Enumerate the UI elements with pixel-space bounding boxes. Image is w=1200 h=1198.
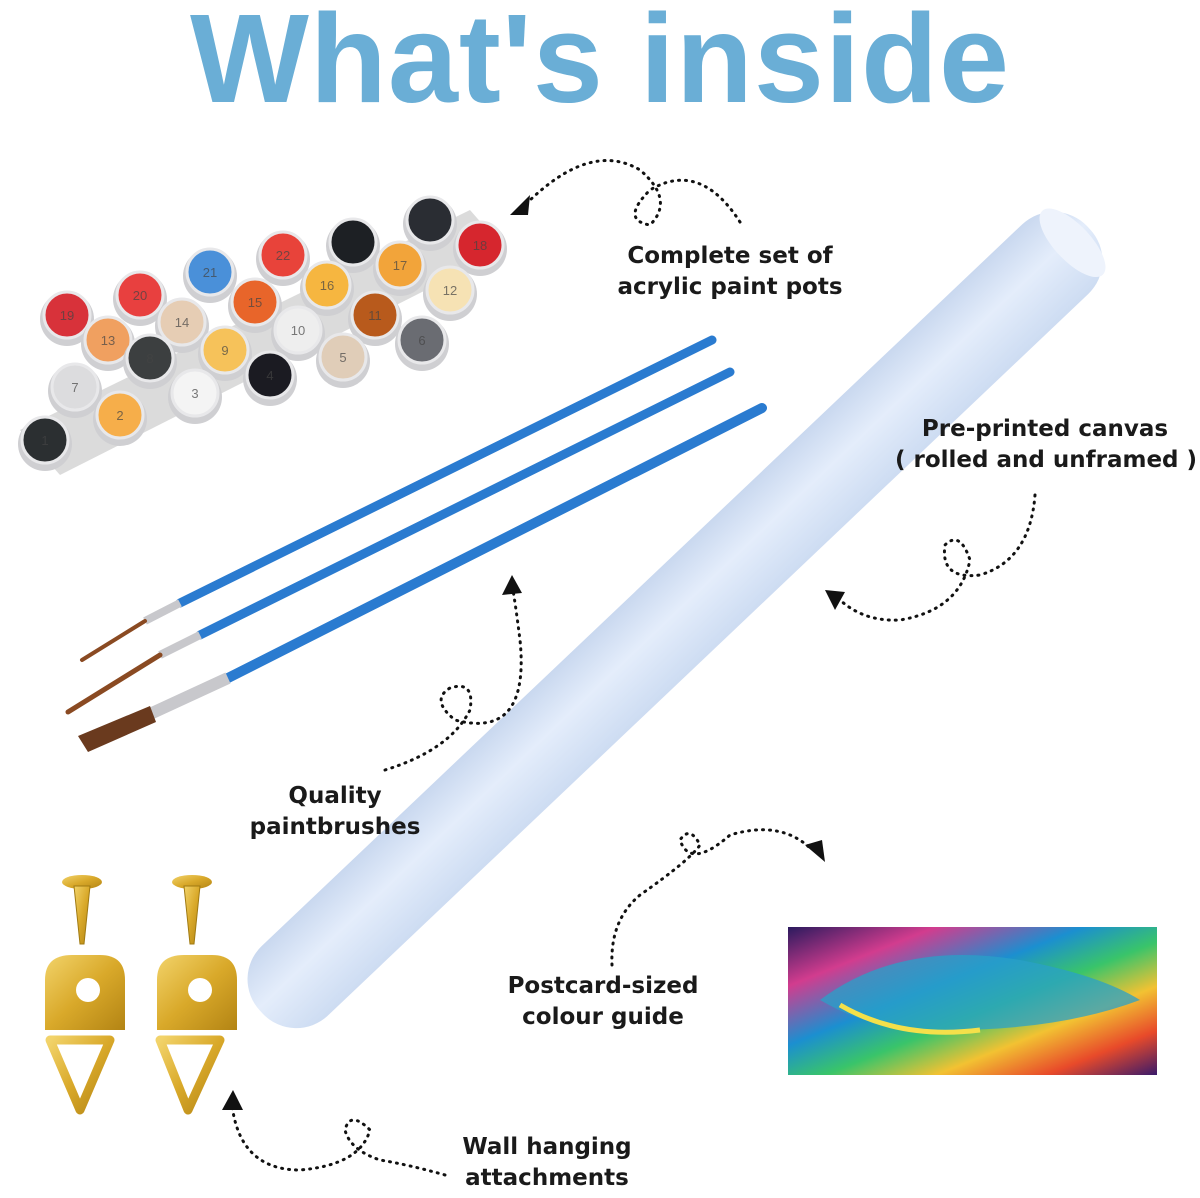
page-title: What's inside: [189, 0, 1011, 129]
label-canvas: Pre-printed canvas ( rolled and unframed…: [895, 414, 1198, 476]
paint-pot: 7: [48, 362, 102, 418]
pot-number: 3: [191, 386, 198, 401]
label-line: Pre-printed canvas: [921, 416, 1169, 442]
paint-pot: [326, 217, 380, 273]
pot-number: 12: [443, 283, 457, 298]
label-line: attachments: [465, 1165, 629, 1191]
pot-number: 4: [266, 368, 273, 383]
pot-number: 19: [60, 308, 74, 323]
paint-pot: 20: [113, 270, 167, 326]
paint-pot: 10: [271, 305, 325, 361]
screw-2: [172, 875, 212, 945]
label-brushes: Quality paintbrushes: [220, 781, 450, 843]
pot-number: 16: [320, 278, 334, 293]
arrowheads: [222, 195, 845, 1110]
brush-1: [80, 335, 717, 662]
paint-pot: 17: [373, 240, 427, 296]
label-line: Quality: [288, 783, 382, 809]
label-line: Postcard-sized: [507, 973, 699, 999]
paint-pot: 22: [256, 230, 310, 286]
paint-pot: 6: [395, 315, 449, 371]
paint-pot: 5: [316, 332, 370, 388]
brush-3: [78, 403, 767, 752]
paint-pot: 21: [183, 247, 237, 303]
paintbrushes: [65, 335, 767, 752]
pot-number: 11: [368, 308, 382, 323]
pot-number: 22: [276, 248, 290, 263]
label-line: colour guide: [522, 1004, 684, 1030]
label-line: Complete set of: [627, 243, 833, 269]
brush-2: [65, 367, 735, 715]
colour-guide-postcard: [788, 927, 1157, 1075]
paint-pot: [403, 195, 457, 251]
pot-number: 13: [101, 333, 115, 348]
pot-number: 1: [41, 433, 48, 448]
rolled-canvas: [247, 208, 1106, 1029]
paint-pot: 1: [18, 415, 72, 471]
pot-number: 8: [146, 351, 153, 366]
pot-number: 9: [221, 343, 228, 358]
paint-pot: 4: [243, 350, 297, 406]
screw-1: [62, 875, 102, 945]
pot-number: 21: [203, 265, 217, 280]
pot-number: 14: [175, 315, 189, 330]
paint-pot: 19: [40, 290, 94, 346]
pot-number: 5: [339, 350, 346, 365]
paint-pot: 16: [300, 260, 354, 316]
label-line: acrylic paint pots: [617, 274, 843, 300]
paint-pot: 9: [198, 325, 252, 381]
dotted-arrows: [230, 159, 1037, 1177]
paint-pot: 12: [423, 265, 477, 321]
paint-pot: 11: [348, 290, 402, 346]
label-line: Wall hanging: [462, 1134, 632, 1160]
paint-pot: 18: [453, 220, 507, 276]
pot-number: 2: [116, 408, 123, 423]
pot-number: 6: [418, 333, 425, 348]
pot-number: 18: [473, 238, 487, 253]
paint-pot: 3: [168, 368, 222, 424]
label-line: ( rolled and unframed ): [895, 447, 1198, 473]
label-colour-guide: Postcard-sized colour guide: [488, 971, 718, 1033]
pot-number: 17: [393, 258, 407, 273]
hanger-1: [45, 955, 125, 1115]
paint-pot: 13: [81, 315, 135, 371]
paint-pot: 14: [155, 297, 209, 353]
paint-pot: 15: [228, 277, 282, 333]
paint-pot: 8: [123, 333, 177, 389]
pot-number: 10: [291, 323, 305, 338]
pot-number: 7: [71, 380, 78, 395]
pot-number: 15: [248, 295, 262, 310]
hanger-2: [155, 955, 237, 1115]
label-paint-pots: Complete set of acrylic paint pots: [605, 241, 855, 303]
paint-pot: 2: [93, 390, 147, 446]
label-line: paintbrushes: [249, 814, 421, 840]
label-wall-hanging: Wall hanging attachments: [437, 1132, 657, 1194]
pot-number: 20: [133, 288, 147, 303]
wall-hanging-attachments: [45, 875, 237, 1115]
